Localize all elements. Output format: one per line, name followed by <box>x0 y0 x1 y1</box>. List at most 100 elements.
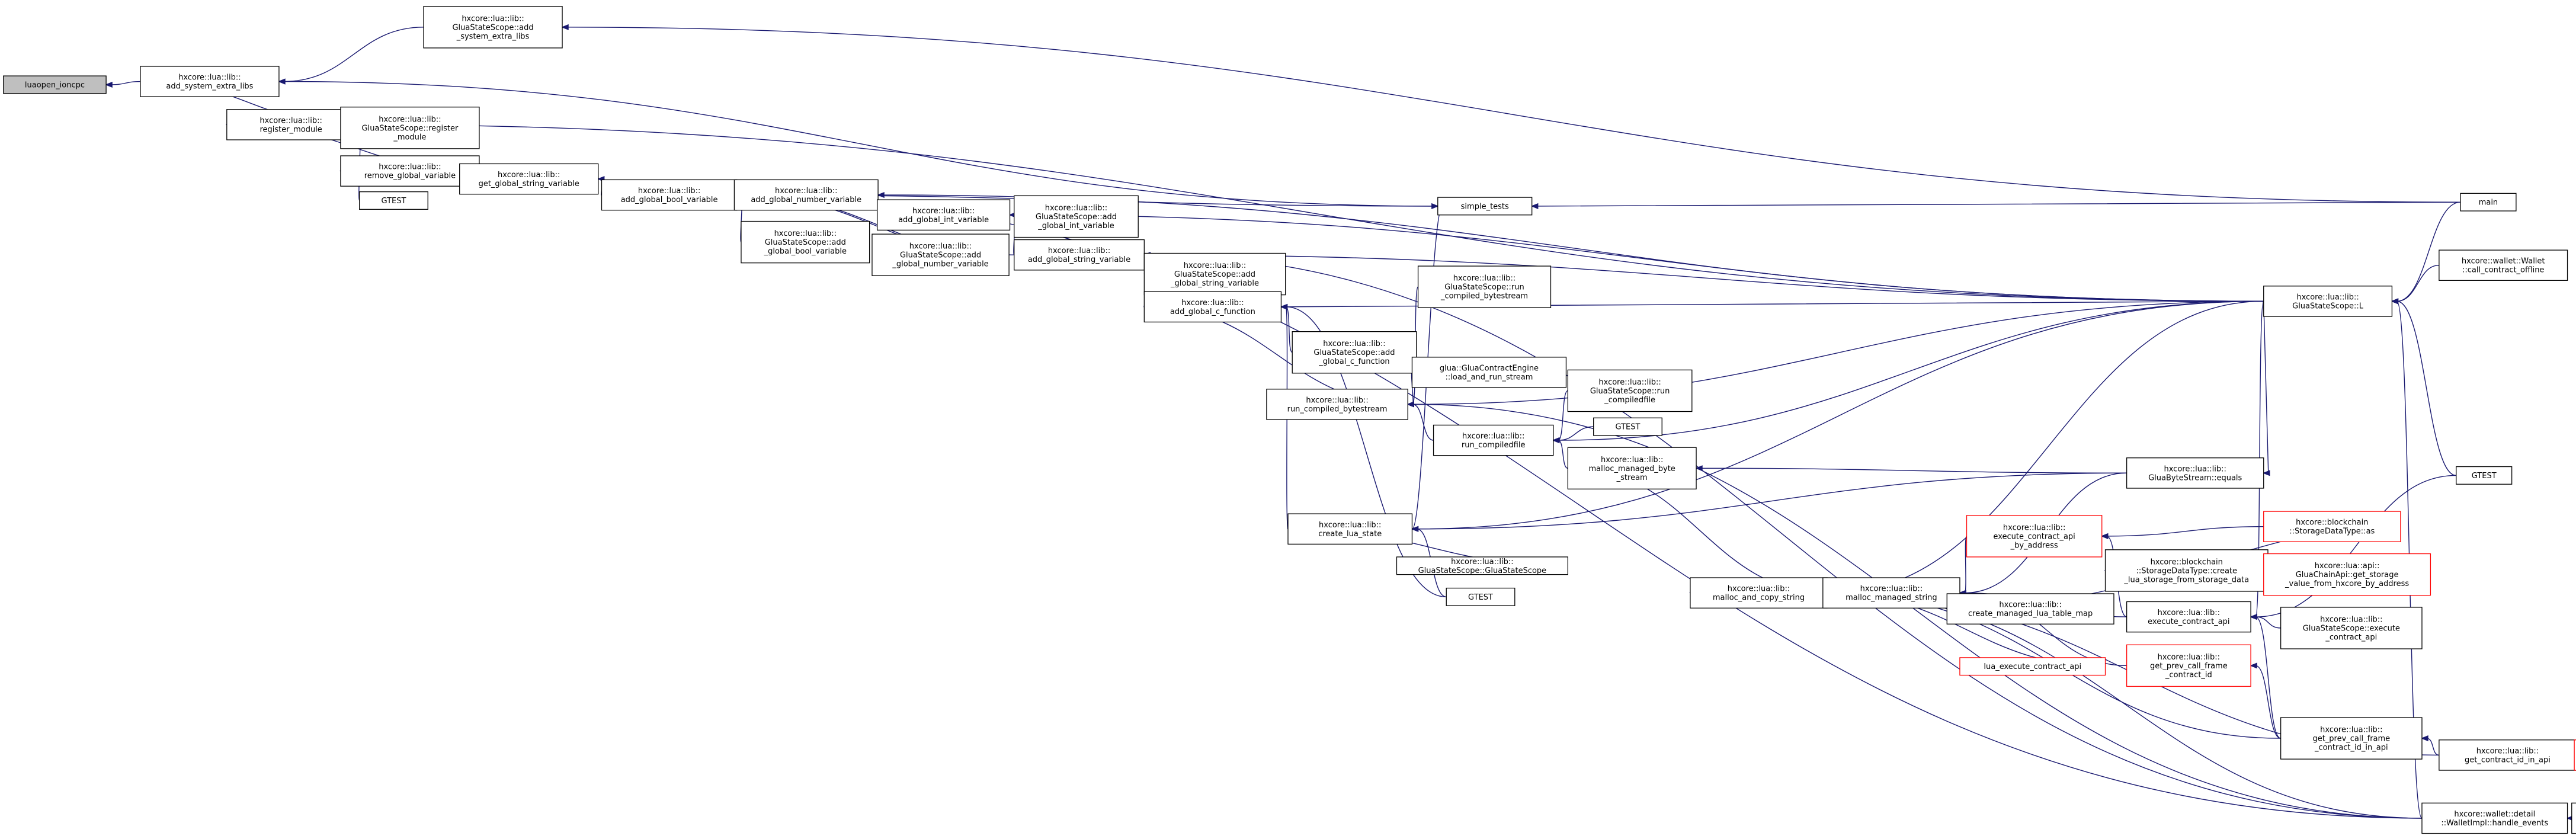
node-label-line: add_global_c_function <box>1170 308 1255 316</box>
node-gss-register-module[interactable]: hxcore::lua::lib::GluaStateScope::regist… <box>340 107 480 149</box>
node-box <box>340 155 480 187</box>
node-gss-add-global-string-variable[interactable]: hxcore::lua::lib::GluaStateScope::add_gl… <box>1143 252 1286 296</box>
node-label-line: _global_bool_variable <box>764 247 847 256</box>
node-run-compiled-bytestream[interactable]: hxcore::lua::lib::run_compiled_bytestrea… <box>1266 389 1408 420</box>
node-walletimpl-handle-events[interactable]: hxcore::wallet::detail::WalletImpl::hand… <box>2421 802 2568 834</box>
node-label-line: hxcore::lua::lib:: <box>498 171 560 180</box>
edge-line <box>567 27 2460 203</box>
node-get-contract-id-in-api[interactable]: hxcore::lua::lib::get_contract_id_in_api <box>2439 739 2576 771</box>
arrowhead-icon <box>2262 470 2270 476</box>
node-box <box>359 191 428 210</box>
node-get-prev-call-frame-contract-id[interactable]: hxcore::lua::lib::get_prev_call_frame_co… <box>2126 644 2251 687</box>
node-gss-add-global-bool-variable[interactable]: hxcore::lua::lib::GluaStateScope::add_gl… <box>741 220 870 264</box>
call-edge <box>2250 475 2456 620</box>
node-label-line: hxcore::lua::lib:: <box>909 242 972 251</box>
node-add-global-int-variable[interactable]: hxcore::lua::lib::add_global_int_variabl… <box>876 199 1011 231</box>
node-run-compiledfile[interactable]: hxcore::lua::lib::run_compiledfile <box>1433 424 1554 456</box>
node-gtest-1[interactable]: GTEST <box>359 191 428 210</box>
node-box <box>1143 291 1282 323</box>
node-box <box>2456 466 2513 485</box>
node-walletimpl-block-applied[interactable]: hxcore::wallet::detail::WalletImpl::bloc… <box>2571 802 2576 834</box>
arrowhead-icon <box>1552 437 1560 444</box>
node-gss-execute-contract-api[interactable]: hxcore::lua::lib::GluaStateScope::execut… <box>2280 607 2423 649</box>
node-gss-L[interactable]: hxcore::lua::lib::GluaStateScope::L <box>2263 286 2393 317</box>
edge-line <box>1417 472 2127 530</box>
node-label-line: malloc_managed_byte <box>1589 465 1675 473</box>
node-simple-tests[interactable]: simple_tests <box>1437 197 1533 216</box>
node-malloc-managed-byte-stream[interactable]: hxcore::lua::lib::malloc_managed_byte_st… <box>1567 447 1697 489</box>
node-add-global-bool-variable[interactable]: hxcore::lua::lib::add_global_bool_variab… <box>601 179 738 211</box>
call-edge <box>735 192 2422 819</box>
node-label-line: hxcore::lua::lib:: <box>1184 261 1246 270</box>
node-box <box>1014 239 1145 271</box>
node-label-line: hxcore::lua::lib:: <box>2003 523 2065 532</box>
node-add-global-string-variable[interactable]: hxcore::lua::lib::add_global_string_vari… <box>1014 239 1145 271</box>
arrowhead-icon <box>2250 662 2257 669</box>
node-label-line: hxcore::lua::lib:: <box>1462 432 1524 441</box>
call-edge <box>1411 300 2264 532</box>
node-gss-add-global-c-function[interactable]: hxcore::lua::lib::GluaStateScope::add_gl… <box>1292 331 1417 374</box>
node-gss-gluastatescope[interactable]: hxcore::lua::lib::GluaStateScope::GluaSt… <box>1396 556 1569 575</box>
node-gtest-3[interactable]: GTEST <box>1446 587 1516 606</box>
call-edge <box>1143 252 2264 302</box>
node-add-global-number-variable[interactable]: hxcore::lua::lib::add_global_number_vari… <box>733 179 879 211</box>
arrowhead-icon <box>105 81 113 88</box>
node-label-line: _value_from_hxcore_by_address <box>2285 579 2409 588</box>
node-gss-run-compiled-bytestream[interactable]: hxcore::lua::lib::GluaStateScope::run_co… <box>1417 265 1552 308</box>
node-box <box>2126 457 2264 489</box>
node-gluacontractengine-load-and-run-stream[interactable]: glua::GluaContractEngine::load_and_run_s… <box>1411 357 1567 388</box>
call-edge <box>2391 265 2439 305</box>
node-register-module[interactable]: hxcore::lua::lib::register_module <box>226 109 356 140</box>
node-label-line: hxcore::blockchain <box>2296 518 2368 527</box>
node-label-line: ::WalletImpl::handle_events <box>2441 819 2548 828</box>
node-gss-add-global-number-variable[interactable]: hxcore::lua::lib::GluaStateScope::add_gl… <box>872 233 1010 276</box>
arrowhead-icon <box>2391 298 2399 305</box>
node-label-line: GluaStateScope::L <box>2292 302 2364 310</box>
node-box <box>2263 553 2431 596</box>
node-label-line: _module <box>393 133 426 142</box>
node-box <box>2126 644 2251 687</box>
node-box <box>1959 657 2106 676</box>
node-unwrap-contract-name[interactable]: hxcore::lua::lib::unwrap_contract_name <box>2574 739 2576 771</box>
node-get-global-string-variable[interactable]: hxcore::lua::lib::get_global_string_vari… <box>459 163 599 195</box>
node-add-global-c-function[interactable]: hxcore::lua::lib::add_global_c_function <box>1143 291 1282 323</box>
node-execute-contract-api-by-address[interactable]: hxcore::lua::lib::execute_contract_api_b… <box>1966 515 2103 558</box>
edge-line <box>1558 440 1568 469</box>
node-label-line: glua::GluaContractEngine <box>1440 364 1539 373</box>
node-wallet-call-contract-offline[interactable]: hxcore::wallet::Wallet::call_contract_of… <box>2439 249 2568 281</box>
node-label-line: execute_contract_api <box>1993 532 2075 541</box>
node-add-system-extra-libs[interactable]: hxcore::lua::lib::add_system_extra_libs <box>140 66 280 97</box>
node-label-line: hxcore::wallet::Wallet <box>2462 257 2545 266</box>
node-malloc-and-copy-string[interactable]: hxcore::lua::lib::malloc_and_copy_string <box>1690 577 1828 609</box>
node-label-line: GluaStateScope::add <box>1174 270 1255 279</box>
node-label-line: hxcore::lua::lib:: <box>1319 521 1381 530</box>
node-box <box>1411 357 1567 388</box>
node-box <box>1446 587 1516 606</box>
node-gtest-2[interactable]: GTEST <box>1593 417 1662 436</box>
node-main[interactable]: main <box>2460 193 2517 212</box>
node-storagedatatype-create-lua-storage[interactable]: hxcore::blockchain::StorageDataType::cre… <box>2104 549 2269 592</box>
edge-line <box>1412 300 2264 405</box>
node-execute-contract-api[interactable]: hxcore::lua::lib::execute_contract_api <box>2126 601 2251 633</box>
node-gss-add-system-extra-libs[interactable]: hxcore::lua::lib::GluaStateScope::add_sy… <box>423 6 563 49</box>
node-malloc-managed-string[interactable]: hxcore::lua::lib::malloc_managed_string <box>1822 577 1960 609</box>
node-create-managed-lua-table-map[interactable]: hxcore::lua::lib::create_managed_lua_tab… <box>1946 593 2114 625</box>
node-box <box>741 220 870 264</box>
edge-line <box>2396 300 2456 476</box>
node-lua-execute-contract-api[interactable]: lua_execute_contract_api <box>1959 657 2106 676</box>
node-get-prev-call-frame-contract-id-in-api[interactable]: hxcore::lua::lib::get_prev_call_frame_co… <box>2280 717 2423 760</box>
node-label-line: run_compiled_bytestream <box>1287 405 1388 414</box>
node-gss-add-global-int-variable[interactable]: hxcore::lua::lib::GluaStateScope::add_gl… <box>1014 195 1139 238</box>
node-gss-run-compiledfile[interactable]: hxcore::lua::lib::GluaStateScope::run_co… <box>1567 369 1693 412</box>
node-gluabytestream-equals[interactable]: hxcore::lua::lib::GluaByteStream::equals <box>2126 457 2264 489</box>
edge-line <box>1286 306 1447 598</box>
node-label-line: malloc_and_copy_string <box>1713 594 1805 603</box>
node-remove-global-variable[interactable]: hxcore::lua::lib::remove_global_variable <box>340 155 480 187</box>
node-label-line: run_compiledfile <box>1462 441 1526 450</box>
node-label-line: hxcore::lua::lib:: <box>775 187 837 196</box>
node-create-lua-state[interactable]: hxcore::lua::lib::create_lua_state <box>1287 513 1413 545</box>
node-gluachainapi-get-storage-value[interactable]: hxcore::lua::api::GluaChainApi::get_stor… <box>2263 553 2431 596</box>
node-gtest-4[interactable]: GTEST <box>2456 466 2513 485</box>
node-storagedatatype-as[interactable]: hxcore::blockchain::StorageDataType::as <box>2263 511 2401 542</box>
